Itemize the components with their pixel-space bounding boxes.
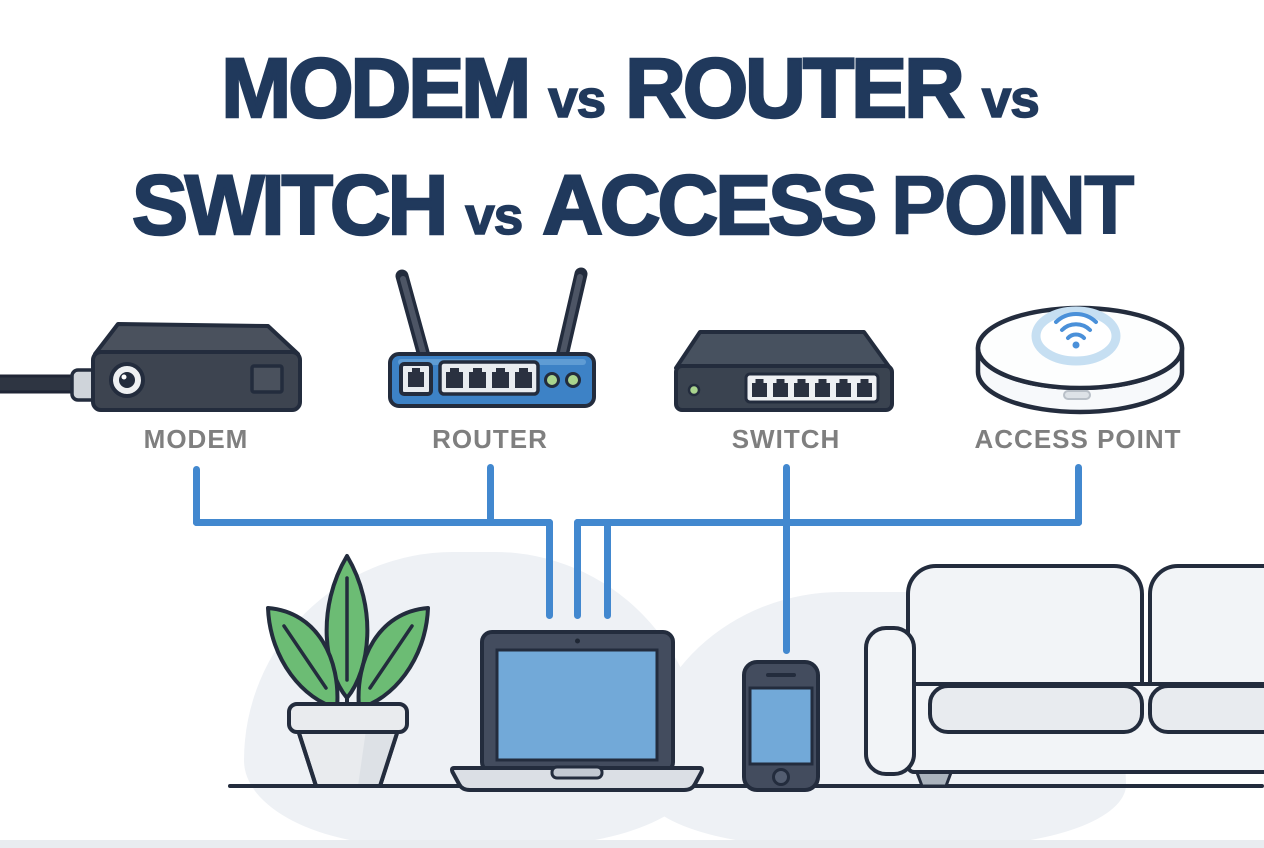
plant-pot-rim bbox=[287, 702, 409, 734]
modem-cable bbox=[0, 374, 82, 394]
switch-illustration bbox=[674, 330, 894, 412]
line-laptop-drop-3 bbox=[604, 519, 611, 619]
smartphone bbox=[742, 660, 820, 792]
switch-ports bbox=[752, 379, 872, 397]
title-word-point: POINT bbox=[890, 158, 1135, 252]
title-word-switch: SWITCH bbox=[131, 158, 450, 253]
modem-label: MODEM bbox=[143, 424, 249, 454]
router-lan-port-group bbox=[438, 360, 540, 396]
title-word-vs-2: vs bbox=[981, 69, 1040, 130]
potted-plant bbox=[266, 554, 430, 788]
router-lan-ports bbox=[446, 368, 532, 388]
router-antenna-right bbox=[555, 267, 588, 363]
line-laptop-drop-2 bbox=[574, 519, 581, 619]
title-word-access: ACCESS bbox=[541, 158, 879, 253]
phone-screen bbox=[748, 686, 814, 766]
plant-pot-shadow bbox=[358, 730, 398, 786]
title-word-vs-1: vs bbox=[547, 69, 606, 130]
laptop-base-notch bbox=[550, 765, 604, 780]
modem-ethernet-port bbox=[250, 364, 284, 394]
modem-coax-pin bbox=[119, 372, 135, 388]
router-led-2 bbox=[565, 372, 581, 388]
laptop bbox=[450, 630, 704, 792]
laptop-webcam bbox=[575, 638, 580, 644]
router-led-1 bbox=[544, 372, 560, 388]
router-illustration bbox=[388, 267, 596, 408]
line-bus-right bbox=[574, 519, 1082, 526]
sofa-seat-cushion-2 bbox=[1148, 684, 1264, 734]
sofa bbox=[864, 564, 1264, 788]
switch-top-face bbox=[674, 330, 892, 370]
line-bus-left bbox=[193, 519, 553, 526]
line-laptop-drop-1 bbox=[546, 519, 553, 619]
modem-coax-highlight bbox=[121, 374, 127, 380]
access-point-slot bbox=[1063, 390, 1091, 400]
sofa-armrest bbox=[864, 626, 916, 776]
switch-label: SWITCH bbox=[731, 424, 841, 454]
router-wan-port-jack bbox=[408, 368, 424, 387]
laptop-screen bbox=[495, 648, 659, 762]
modem-illustration bbox=[0, 322, 302, 412]
line-access-point-drop bbox=[1075, 464, 1082, 526]
modem-top-face bbox=[93, 322, 300, 356]
access-point-label: ACCESS POINT bbox=[974, 424, 1182, 454]
modem-front-face bbox=[91, 350, 302, 412]
line-modem-drop bbox=[193, 466, 200, 526]
sofa-seat-cushion-1 bbox=[928, 684, 1144, 734]
router-label: ROUTER bbox=[432, 424, 548, 454]
title-word-modem: MODEM bbox=[220, 41, 532, 136]
floor-strip bbox=[0, 840, 1264, 848]
title-word-router: ROUTER bbox=[624, 41, 966, 136]
phone-home-button bbox=[772, 768, 790, 786]
line-switch-to-phone bbox=[783, 464, 790, 654]
switch-led bbox=[687, 383, 701, 397]
wifi-icon bbox=[1054, 312, 1098, 349]
plant-leaf-veins bbox=[282, 576, 414, 690]
line-router-drop bbox=[487, 464, 494, 526]
router-antenna-left bbox=[395, 269, 431, 363]
access-point-illustration bbox=[975, 305, 1185, 415]
title-word-vs-3: vs bbox=[465, 186, 524, 247]
